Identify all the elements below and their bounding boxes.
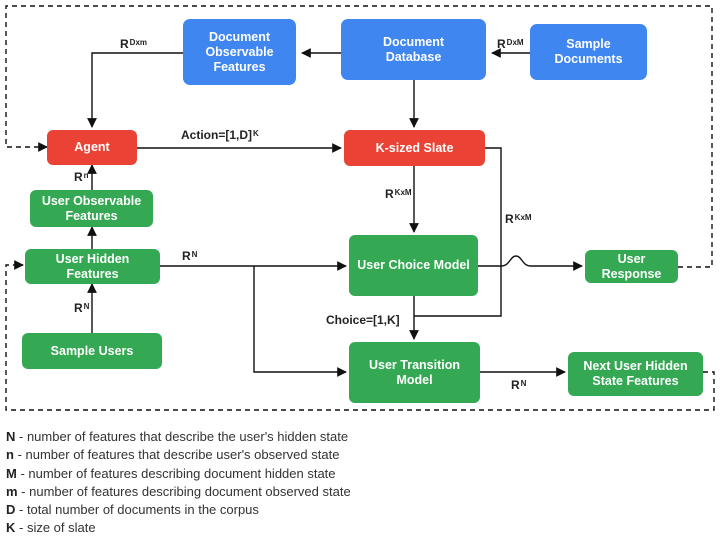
dashed-loop-top xyxy=(5,5,713,268)
arrow-choice-to-response xyxy=(478,255,583,271)
edge-label-r-kxm-left: RKxM xyxy=(385,187,412,201)
line-slate-to-transition xyxy=(414,147,502,317)
user-response-node: User Response xyxy=(585,250,678,283)
k-sized-slate-node: K-sized Slate xyxy=(344,130,485,166)
edge-label-action: Action=[1,D]K xyxy=(181,128,259,142)
user-transition-model-node: User Transition Model xyxy=(349,342,480,403)
document-observable-features-node: Document Observable Features xyxy=(183,19,296,85)
legend-item: K - size of slate xyxy=(6,520,96,536)
legend-item: D - total number of documents in the cor… xyxy=(6,502,259,518)
edge-label-r-n-small: Rn xyxy=(74,170,89,184)
legend-item: m - number of features describing docume… xyxy=(6,483,351,499)
user-observable-features-node: User Observable Features xyxy=(30,190,153,227)
sample-documents-node: Sample Documents xyxy=(530,24,647,80)
edge-label-choice: Choice=[1,K] xyxy=(326,313,400,327)
user-hidden-features-node: User Hidden Features xyxy=(25,249,160,284)
legend-item: M - number of features describing docume… xyxy=(6,465,336,481)
edge-label-r-n-next: RN xyxy=(511,378,527,392)
document-database-node: Document Database xyxy=(341,19,486,80)
edge-label-r-dxm: RDxm xyxy=(120,37,148,51)
edge-label-r-n-sample: RN xyxy=(74,301,90,315)
edge-label-r-dxm-upper: RDxM xyxy=(497,37,524,51)
arrow-hidden-to-transition xyxy=(253,266,347,377)
legend: N - number of features that describe the… xyxy=(6,428,351,538)
dashed-loop-bottom xyxy=(5,260,715,411)
arrow-doc-features-to-agent xyxy=(87,52,183,128)
user-choice-model-node: User Choice Model xyxy=(349,235,478,296)
edge-label-r-n-hidden: RN xyxy=(182,249,198,263)
legend-item: N - number of features that describe the… xyxy=(6,429,349,444)
agent-node: Agent xyxy=(47,130,137,165)
sample-users-node: Sample Users xyxy=(22,333,162,369)
edge-label-r-kxm-right: RKxM xyxy=(505,212,532,226)
next-user-hidden-state-node: Next User Hidden State Features xyxy=(568,352,703,396)
legend-item: n - number of features that describe use… xyxy=(6,447,340,463)
